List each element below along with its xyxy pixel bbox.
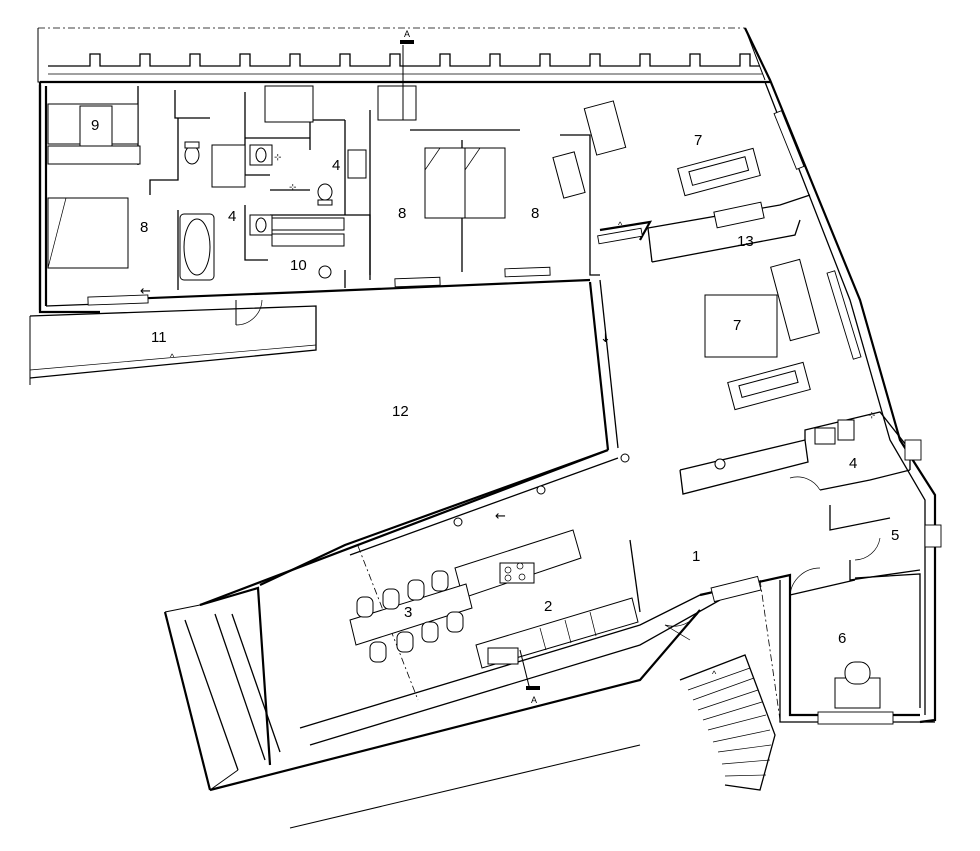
section-label-top: A bbox=[404, 29, 410, 39]
wc-2 bbox=[317, 183, 333, 201]
terrace-arrow: ↓ bbox=[600, 331, 611, 346]
room-label-1: 1 bbox=[692, 548, 700, 565]
room-label-8-right: 8 bbox=[531, 205, 539, 222]
living-area: ⊹ bbox=[259, 201, 942, 586]
sink-wc bbox=[347, 149, 367, 179]
room-label-4-wc-top: 4 bbox=[332, 157, 340, 174]
room-label-7-living: 7 bbox=[733, 317, 741, 334]
desk-bedroom bbox=[552, 151, 586, 199]
room-labels: 9 4 4 8 8 8 10 7 13 7 11 12 4 1 5 2 3 6 bbox=[91, 117, 899, 647]
room-label-2: 2 bbox=[544, 598, 552, 615]
vanity bbox=[211, 144, 246, 188]
ground-line bbox=[289, 744, 641, 829]
basin-10 bbox=[318, 265, 332, 279]
stair-up-icon: ^ bbox=[712, 669, 717, 679]
bedroom-arrow: ← bbox=[140, 284, 151, 299]
north-wing-walls bbox=[38, 27, 937, 724]
shelf-9 bbox=[47, 145, 141, 165]
bed-left bbox=[424, 147, 466, 219]
cooktop bbox=[499, 562, 535, 584]
room-label-11: 11 bbox=[151, 329, 167, 346]
room-label-13: 13 bbox=[737, 233, 754, 250]
sink bbox=[487, 647, 519, 665]
section-mark-bottom: A bbox=[519, 649, 540, 705]
room-label-8-mid: 8 bbox=[398, 205, 406, 222]
external-stair: ^ bbox=[679, 654, 776, 791]
north-furniture: ⊹ ⊹ bbox=[47, 85, 761, 281]
lounger bbox=[583, 100, 627, 156]
wc-1 bbox=[184, 145, 200, 165]
room-label-10: 10 bbox=[290, 257, 307, 274]
room-label-9: 9 bbox=[91, 117, 99, 134]
room-label-7-top: 7 bbox=[694, 132, 702, 149]
room-label-6: 6 bbox=[838, 630, 846, 647]
terrace-11 bbox=[29, 299, 317, 385]
chair-9 bbox=[79, 105, 113, 149]
kitchen-arrow: ← bbox=[495, 509, 506, 524]
rug-7 bbox=[704, 294, 778, 358]
bed-right bbox=[464, 147, 506, 219]
step-up-icon: ^ bbox=[618, 220, 623, 230]
room-label-4-wc-right: 4 bbox=[849, 455, 857, 472]
tap-icon: ⊹ bbox=[868, 410, 876, 420]
master-bed bbox=[47, 197, 129, 269]
shower-icon-2: ⊹ bbox=[289, 182, 297, 192]
room-label-4-bath: 4 bbox=[228, 208, 236, 225]
sofa-7-side bbox=[770, 258, 820, 342]
room-6 bbox=[699, 567, 935, 725]
windows bbox=[87, 110, 862, 360]
terrace-up-icon: ^ bbox=[170, 352, 175, 362]
room-label-8-master: 8 bbox=[140, 219, 148, 236]
section-mark-top: A bbox=[400, 29, 414, 120]
room-label-3: 3 bbox=[404, 604, 412, 621]
room-label-12: 12 bbox=[392, 403, 409, 420]
south-wing bbox=[163, 448, 781, 792]
section-label-bottom: A bbox=[531, 695, 537, 705]
room-label-5: 5 bbox=[891, 527, 899, 544]
top-pergola bbox=[37, 27, 766, 83]
shower-icon: ⊹ bbox=[274, 152, 282, 162]
dining-table bbox=[349, 583, 473, 646]
